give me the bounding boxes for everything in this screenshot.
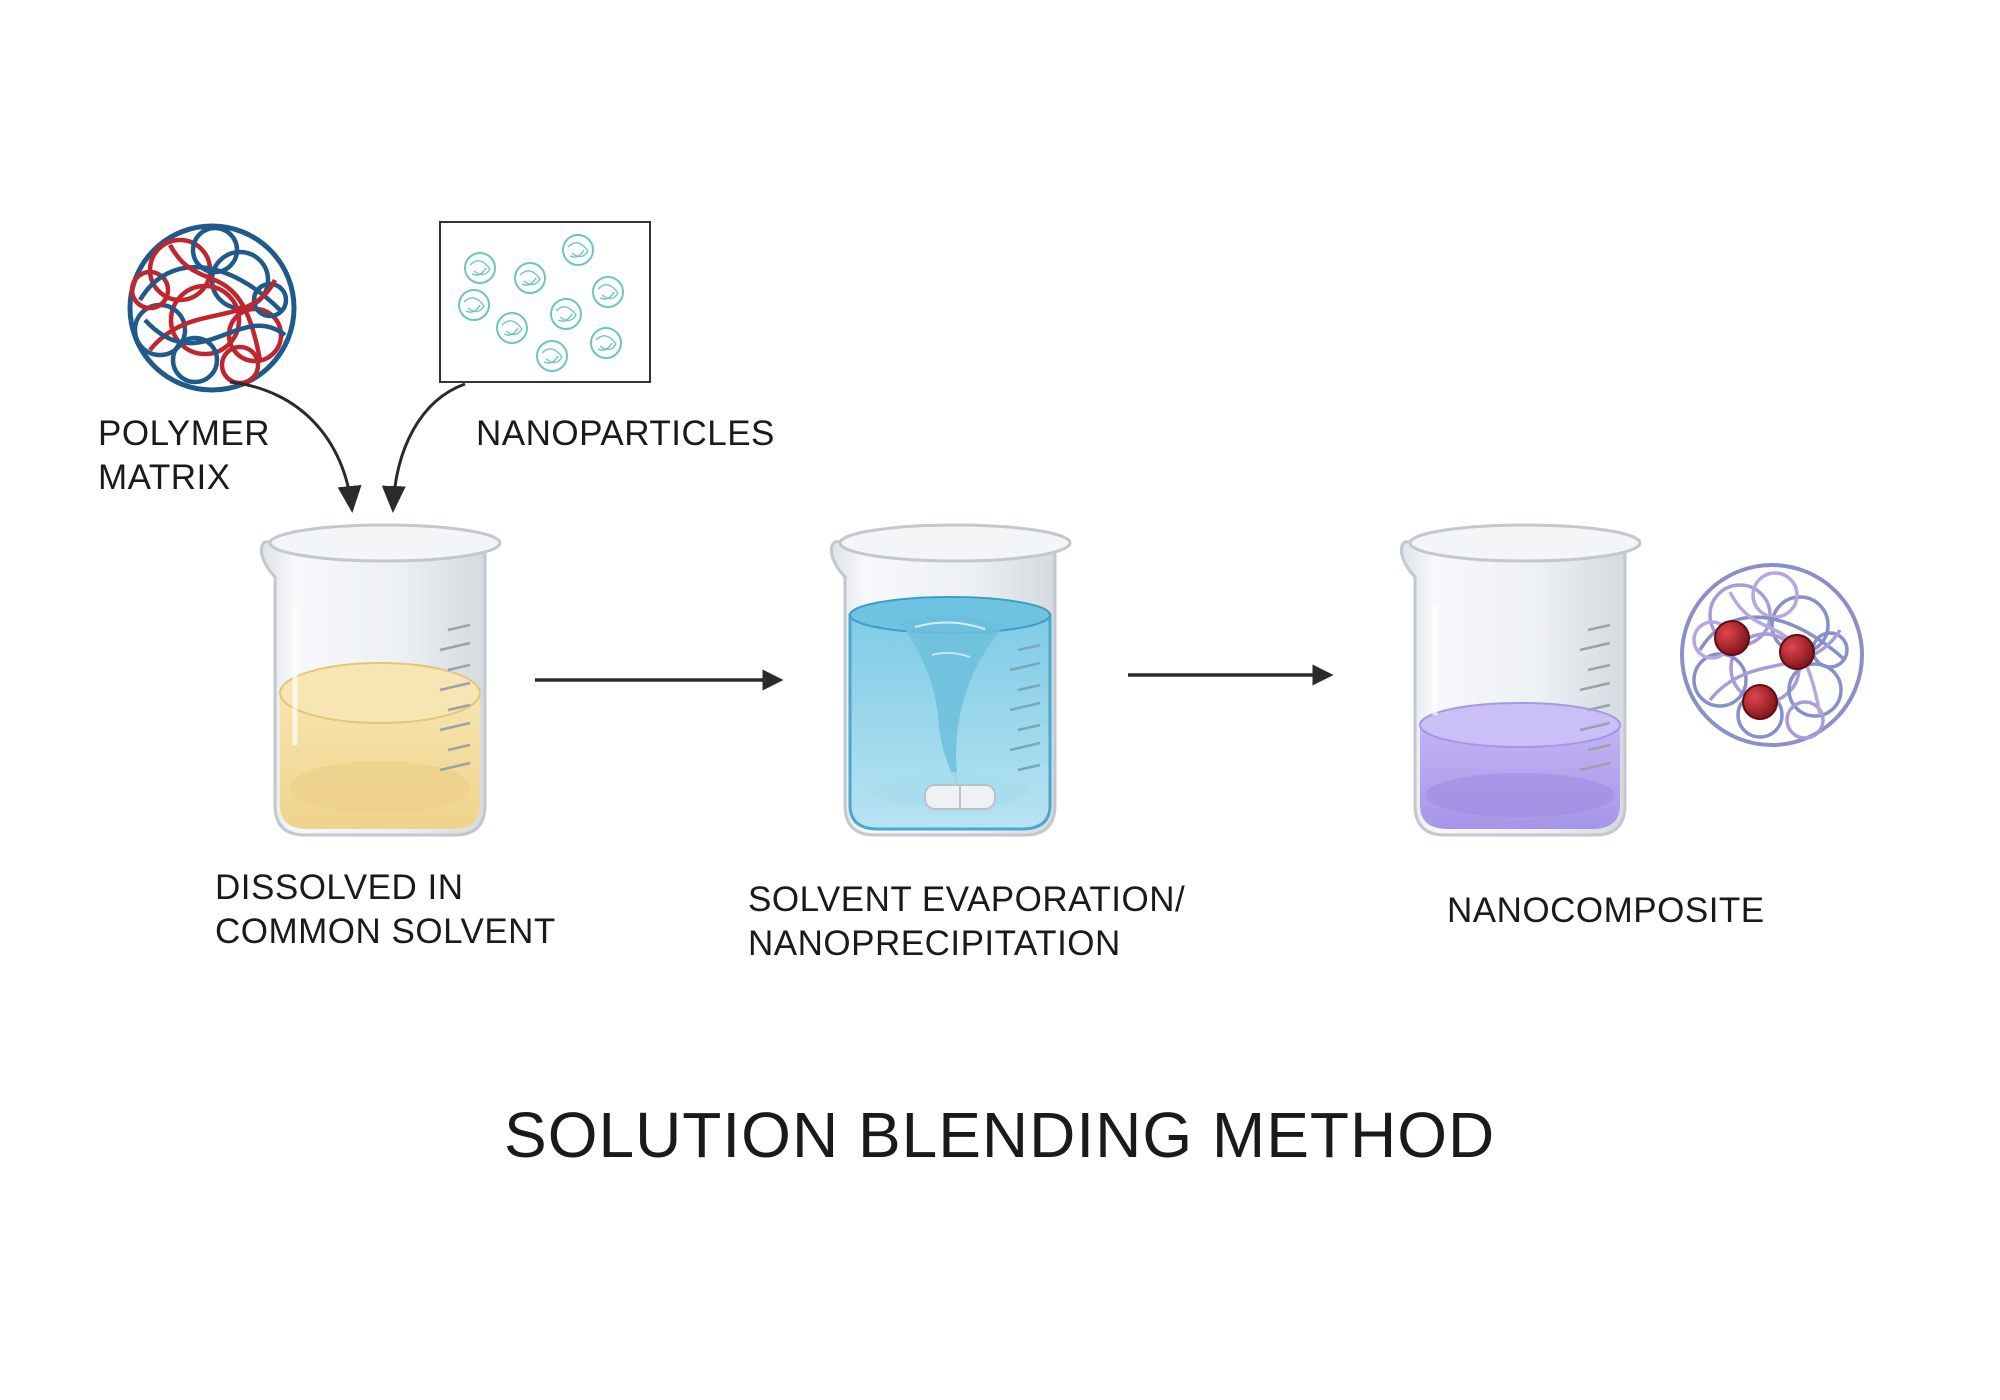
polymer-matrix-icon — [127, 223, 297, 393]
dissolved-label: DISSOLVED IN COMMON SOLVENT — [215, 866, 556, 954]
dissolved-label-line-1: DISSOLVED IN — [215, 868, 464, 907]
polymer-label-line-2: MATRIX — [98, 458, 231, 497]
dissolved-label-line-2: COMMON SOLVENT — [215, 912, 556, 951]
beaker-icon — [259, 523, 502, 837]
evaporation-label-line-2: NANOPRECIPITATION — [748, 924, 1121, 963]
evaporation-label: SOLVENT EVAPORATION/ NANOPRECIPITATION — [748, 878, 1185, 966]
nanocomposite-particle-icon — [1680, 563, 1864, 747]
beaker-icon — [1399, 523, 1642, 837]
nanoparticle-cluster-icon — [439, 221, 651, 383]
polymer-label-line-1: POLYMER — [98, 414, 271, 453]
polymer-matrix-label: POLYMER MATRIX — [98, 412, 270, 500]
beaker-icon — [829, 523, 1072, 837]
nanocomposite-label: NANOCOMPOSITE — [1447, 891, 1765, 930]
diagram-title: SOLUTION BLENDING METHOD — [504, 1099, 1496, 1171]
stir-bar-icon — [924, 784, 996, 810]
vortex-icon — [900, 615, 1005, 790]
polymer-arrow — [229, 380, 362, 513]
evaporation-label-line-1: SOLVENT EVAPORATION/ — [748, 880, 1186, 919]
nanoparticles-arrow — [381, 382, 466, 513]
nanoparticles-label: NANOPARTICLES — [476, 414, 775, 453]
